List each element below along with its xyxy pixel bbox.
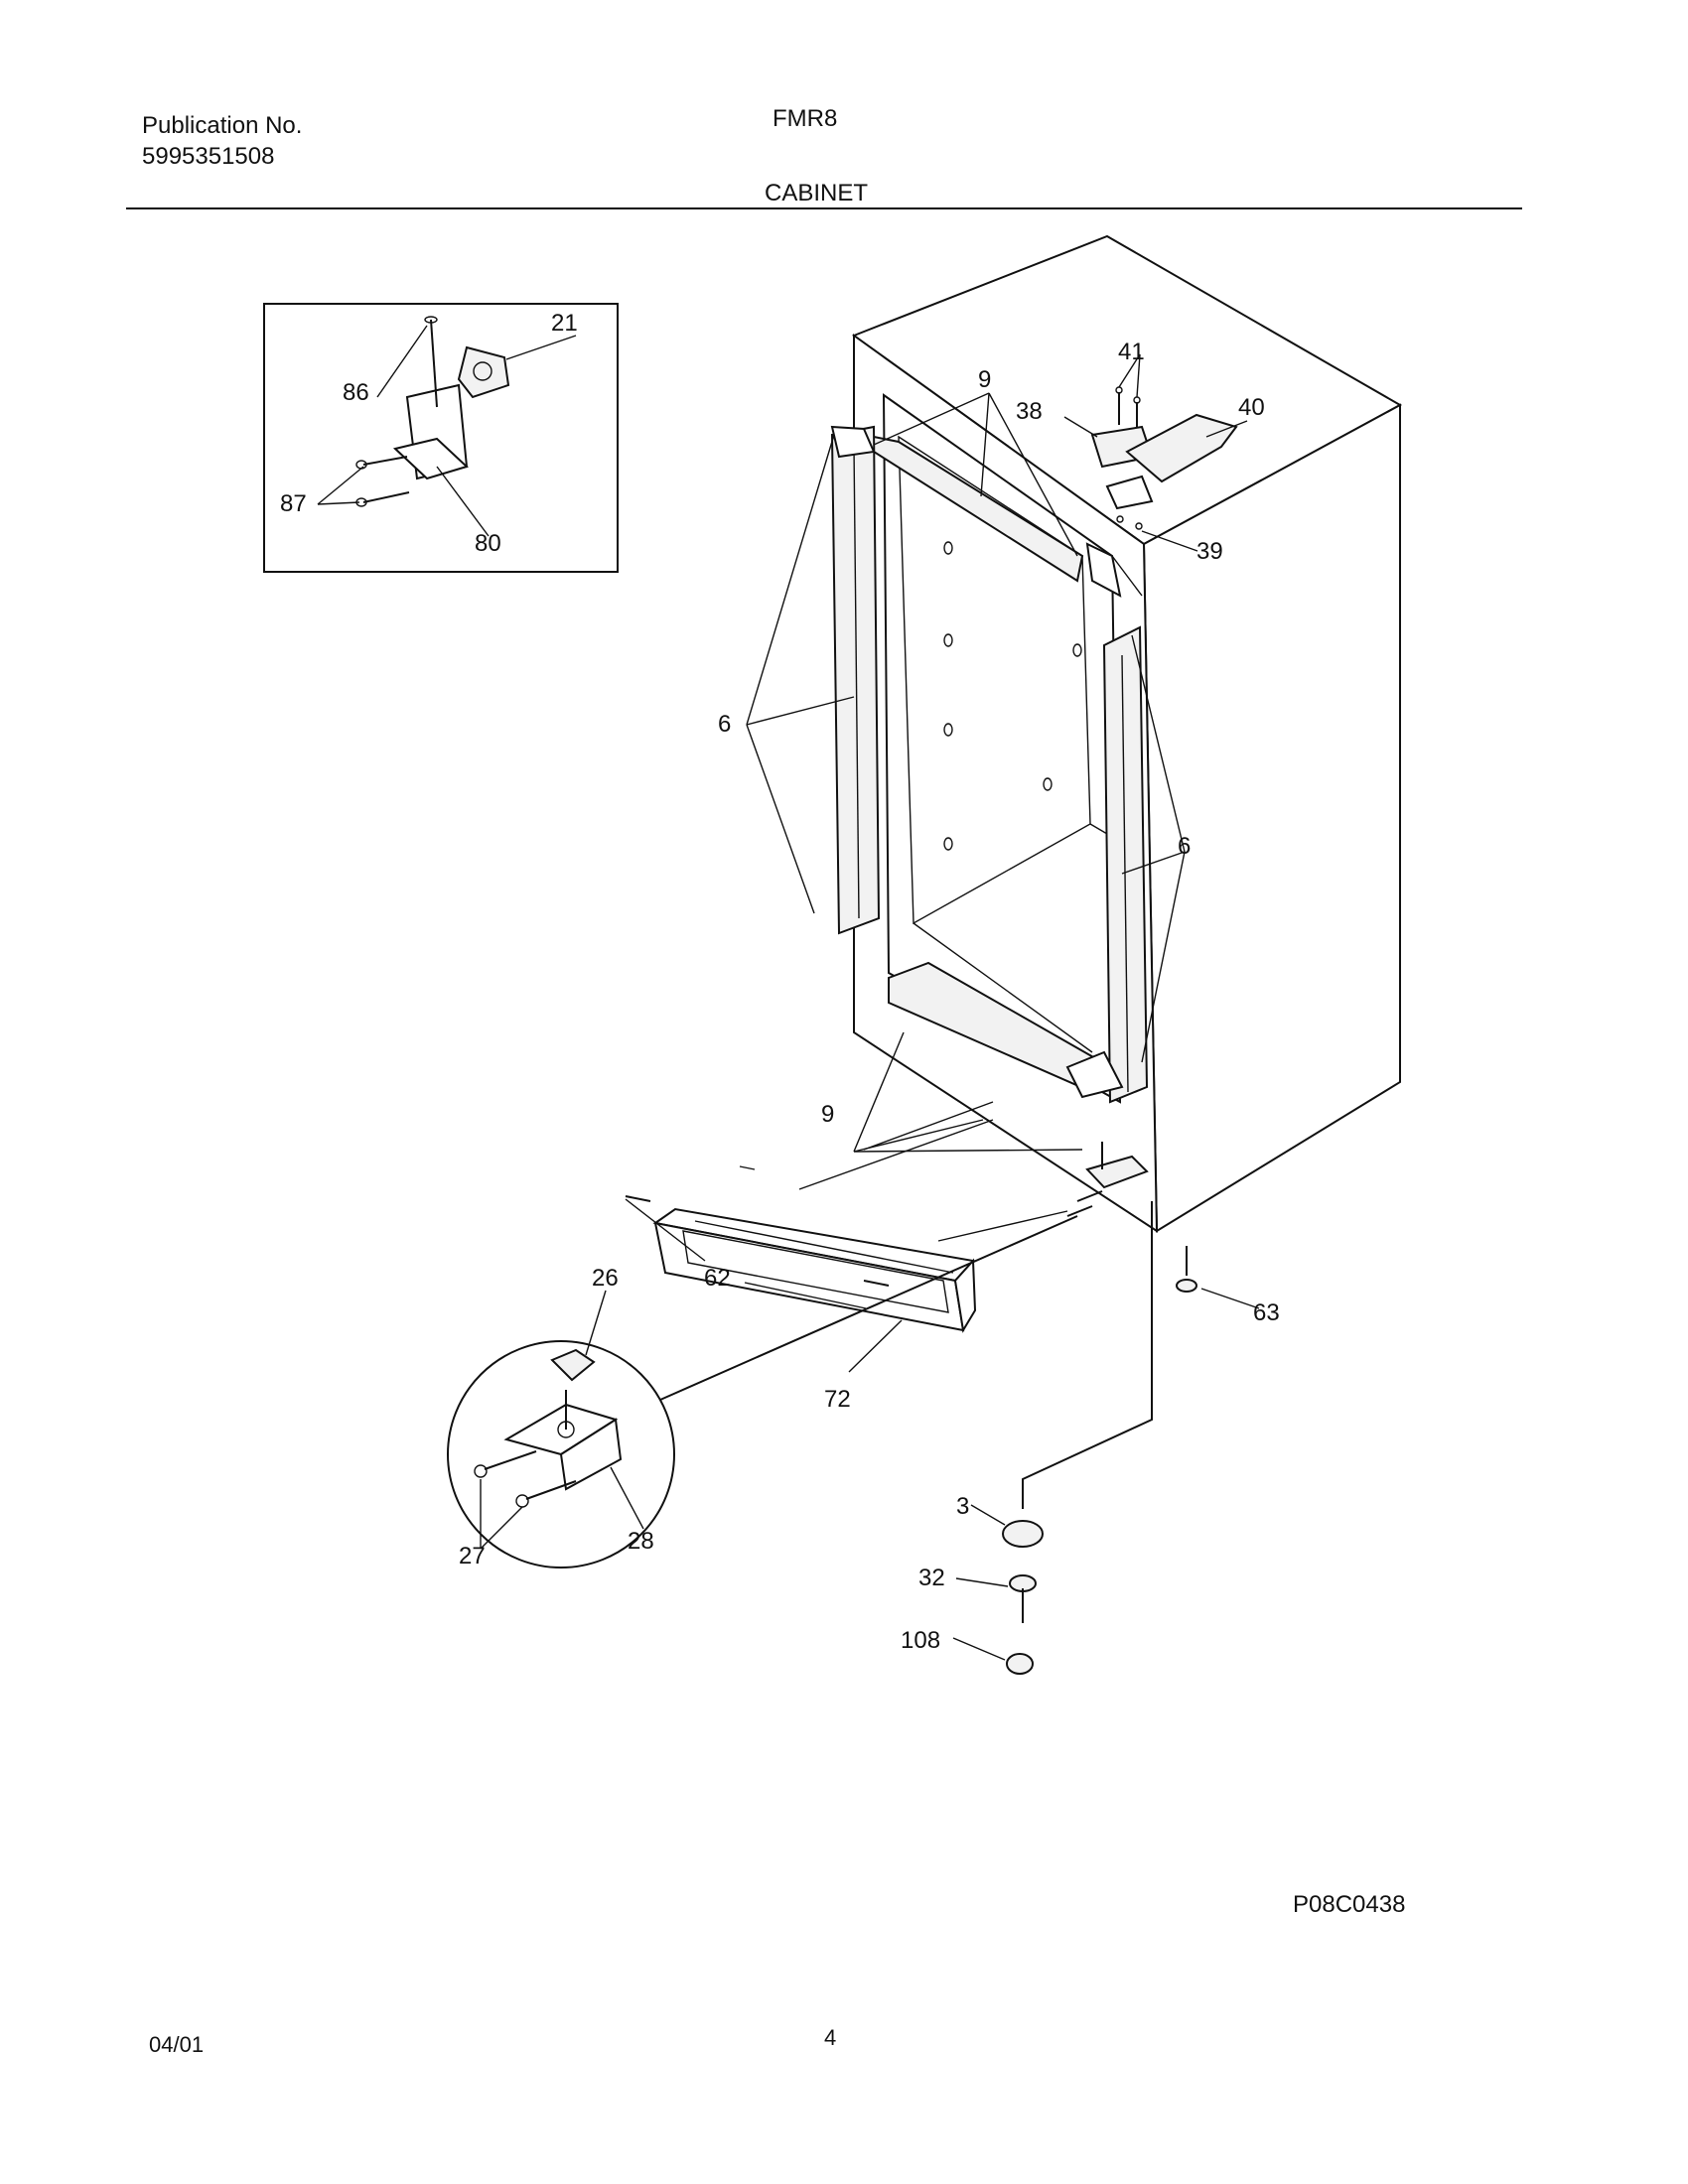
nut-108 (1006, 1653, 1034, 1675)
kick-plate-72 (625, 1101, 1068, 1333)
callout-38: 38 (1016, 398, 1043, 425)
callout-9-bottom: 9 (821, 1101, 834, 1128)
publication-number: 5995351508 (142, 143, 275, 170)
page-number: 4 (824, 2025, 837, 2050)
callout-40: 40 (1238, 394, 1265, 421)
leader-lines (625, 353, 1248, 1373)
header-rule (126, 207, 1522, 209)
inset-detail-box (263, 303, 619, 573)
hinge-shim-39 (1105, 475, 1154, 510)
drawing-code: P08C0438 (1293, 1891, 1406, 1918)
hinge-detail-circle (447, 1215, 1078, 1569)
callout-26: 26 (592, 1265, 619, 1292)
callout-6-left: 6 (718, 711, 731, 738)
callout-87: 87 (280, 490, 307, 517)
callout-62: 62 (704, 1265, 731, 1292)
callout-6-right: 6 (1178, 833, 1191, 860)
callout-108: 108 (901, 1627, 940, 1654)
callout-3: 3 (956, 1493, 969, 1520)
section-title: CABINET (765, 180, 869, 206)
callout-63: 63 (1253, 1299, 1280, 1326)
bushing-26 (550, 1348, 596, 1382)
screw-87-lower (362, 491, 410, 503)
callout-27: 27 (459, 1543, 486, 1570)
callout-80: 80 (475, 530, 501, 557)
callout-41: 41 (1118, 339, 1145, 365)
publication-label: Publication No. (142, 112, 303, 139)
screw-86 (430, 319, 438, 408)
callout-9-top: 9 (978, 366, 991, 393)
model-number: FMR8 (773, 105, 838, 132)
screw-27-upper (484, 1450, 537, 1470)
thermostat-21 (457, 345, 510, 399)
callout-32: 32 (918, 1565, 945, 1591)
callout-labels: 21 86 87 80 9 41 38 40 39 6 6 9 26 62 72… (280, 310, 1280, 1654)
hinge-cover-40 (1125, 413, 1238, 483)
callout-72: 72 (824, 1386, 851, 1413)
callout-86: 86 (343, 379, 369, 406)
screw-27-lower (525, 1480, 577, 1500)
screw-87-upper (362, 456, 408, 466)
leveling-legs (952, 1201, 1260, 1675)
callout-39: 39 (1196, 538, 1223, 565)
breaker-strip-left (830, 425, 881, 935)
foot-3 (1002, 1520, 1044, 1548)
callout-21: 21 (551, 310, 578, 337)
callout-28: 28 (628, 1528, 654, 1555)
top-hinge-assembly (1090, 386, 1238, 530)
bottom-hinge (1066, 1142, 1149, 1217)
breaker-strips (830, 425, 1149, 1104)
revision-date: 04/01 (149, 2032, 205, 2057)
